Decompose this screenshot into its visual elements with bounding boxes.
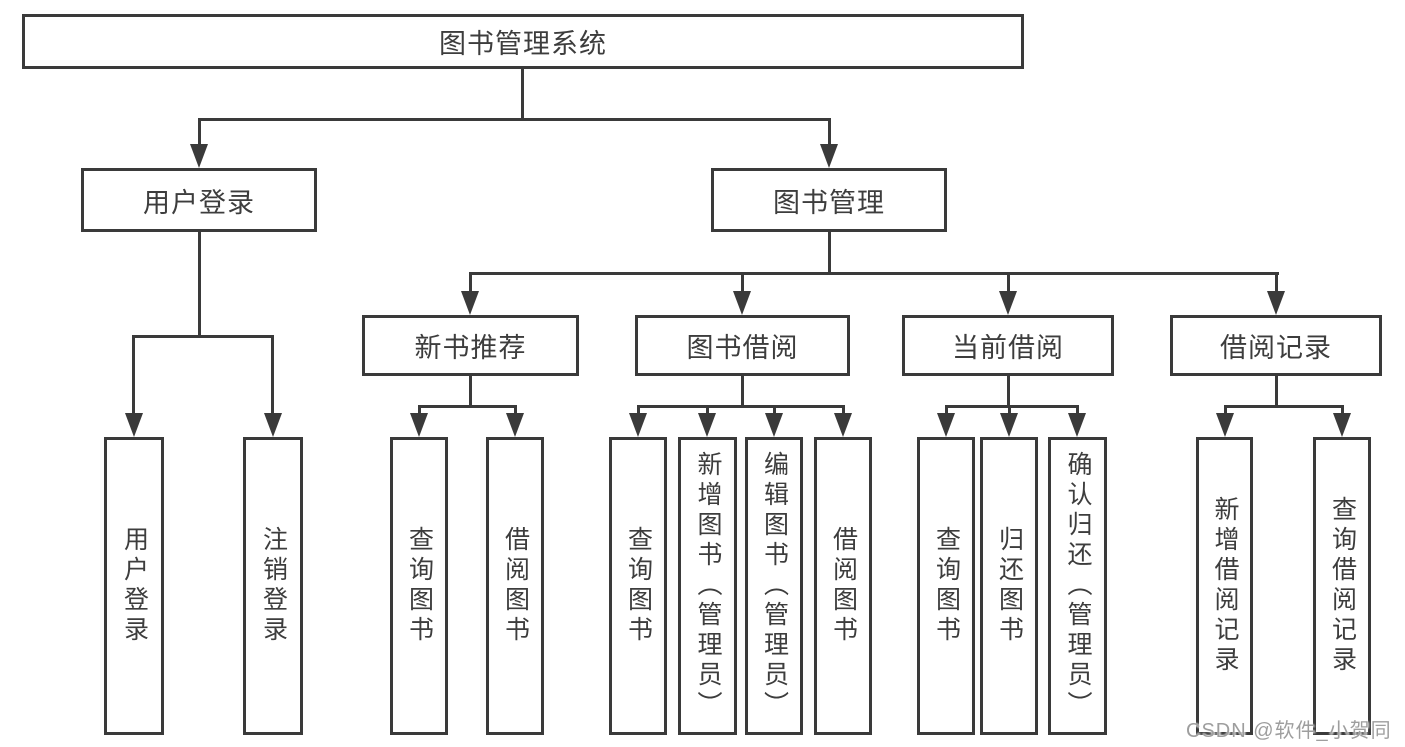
arrow-down-icon xyxy=(820,144,838,168)
connector-hline xyxy=(198,118,831,121)
node-label: 新书推荐 xyxy=(414,333,527,363)
connector-vline xyxy=(1275,376,1278,408)
connector-vline xyxy=(1007,376,1010,408)
connector-hline xyxy=(418,405,517,408)
connector-vline xyxy=(469,272,472,294)
arrow-down-icon xyxy=(937,413,955,437)
leaf-add-books-admin: 新增图书（管理员） xyxy=(678,437,737,735)
connector-vline xyxy=(741,272,744,294)
connector-vline xyxy=(521,69,524,121)
connector-vline xyxy=(945,405,948,417)
connector-vline xyxy=(198,118,201,148)
leaf-label: 借阅图书 xyxy=(501,526,530,646)
node-new-book-recommend: 新书推荐 xyxy=(362,315,579,376)
connector-vline xyxy=(1008,405,1011,417)
leaf-query-books: 查询图书 xyxy=(917,437,975,735)
leaf-return-books: 归还图书 xyxy=(980,437,1038,735)
arrow-down-icon xyxy=(125,413,143,437)
node-current-borrow: 当前借阅 xyxy=(902,315,1114,376)
node-label: 用户登录 xyxy=(143,187,255,218)
connector-vline xyxy=(1275,272,1278,294)
node-label: 借阅记录 xyxy=(1220,333,1332,363)
leaf-logout: 注销登录 xyxy=(243,437,303,735)
connector-vline xyxy=(1007,272,1010,294)
arrow-down-icon xyxy=(765,413,783,437)
leaf-query-books: 查询图书 xyxy=(390,437,448,735)
connector-hline xyxy=(637,405,845,408)
leaf-label: 查询借阅记录 xyxy=(1328,496,1357,676)
leaf-label: 确认归还（管理员） xyxy=(1064,451,1092,721)
node-book-borrow: 图书借阅 xyxy=(635,315,850,376)
connector-vline xyxy=(271,335,274,417)
leaf-label: 新增图书（管理员） xyxy=(694,451,722,721)
leaf-label: 查询图书 xyxy=(624,526,653,646)
leaf-add-borrow-record: 新增借阅记录 xyxy=(1196,437,1253,735)
leaf-label: 编辑图书（管理员） xyxy=(760,451,789,721)
node-book-management: 图书管理 xyxy=(711,168,947,232)
leaf-query-borrow-record: 查询借阅记录 xyxy=(1313,437,1371,735)
connector-vline xyxy=(1224,405,1227,417)
node-label: 当前借阅 xyxy=(952,333,1064,363)
arrow-down-icon xyxy=(461,291,479,315)
arrow-down-icon xyxy=(733,291,751,315)
leaf-borrow-books: 借阅图书 xyxy=(814,437,872,735)
node-label: 图书管理 xyxy=(773,187,885,218)
connector-vline xyxy=(828,118,831,148)
node-label: 图书管理系统 xyxy=(439,29,607,59)
arrow-down-icon xyxy=(834,413,852,437)
arrow-down-icon xyxy=(629,413,647,437)
arrow-down-icon xyxy=(1216,413,1234,437)
connector-hline xyxy=(945,405,1079,408)
leaf-edit-books-admin: 编辑图书（管理员） xyxy=(745,437,803,735)
node-user-login: 用户登录 xyxy=(81,168,317,232)
arrow-down-icon xyxy=(999,291,1017,315)
arrow-down-icon xyxy=(410,413,428,437)
arrow-down-icon xyxy=(698,413,716,437)
node-borrow-records: 借阅记录 xyxy=(1170,315,1382,376)
connector-hline xyxy=(132,335,274,338)
node-label: 图书借阅 xyxy=(686,333,799,363)
leaf-borrow-books: 借阅图书 xyxy=(486,437,544,735)
connector-vline xyxy=(132,335,135,417)
arrow-down-icon xyxy=(506,413,524,437)
arrow-down-icon xyxy=(1267,291,1285,315)
connector-vline xyxy=(637,405,640,417)
connector-vline xyxy=(514,405,517,417)
connector-vline xyxy=(1341,405,1344,417)
leaf-label: 查询图书 xyxy=(932,526,961,646)
connector-vline xyxy=(842,405,845,417)
connector-vline xyxy=(706,405,709,417)
leaf-label: 注销登录 xyxy=(259,526,288,646)
connector-vline xyxy=(1076,405,1079,417)
connector-vline xyxy=(198,232,201,338)
leaf-label: 归还图书 xyxy=(995,526,1024,646)
arrow-down-icon xyxy=(1333,413,1351,437)
leaf-label: 查询图书 xyxy=(405,526,434,646)
arrow-down-icon xyxy=(264,413,282,437)
leaf-label: 新增借阅记录 xyxy=(1211,496,1239,676)
leaf-query-books: 查询图书 xyxy=(609,437,667,735)
connector-hline xyxy=(1224,405,1343,408)
connector-vline xyxy=(741,376,744,408)
connector-vline xyxy=(773,405,776,417)
leaf-label: 用户登录 xyxy=(120,526,149,646)
connector-hline xyxy=(469,272,1279,275)
leaf-label: 借阅图书 xyxy=(829,526,858,646)
connector-vline xyxy=(469,376,472,408)
arrow-down-icon xyxy=(190,144,208,168)
connector-vline xyxy=(828,232,831,275)
csdn-watermark: CSDN @软件_小贺同学 xyxy=(1186,720,1392,742)
connector-vline xyxy=(418,405,421,417)
arrow-down-icon xyxy=(1068,413,1086,437)
leaf-user-login: 用户登录 xyxy=(104,437,164,735)
arrow-down-icon xyxy=(1000,413,1018,437)
node-library-management-system: 图书管理系统 xyxy=(22,14,1024,69)
leaf-confirm-return-admin: 确认归还（管理员） xyxy=(1048,437,1107,735)
